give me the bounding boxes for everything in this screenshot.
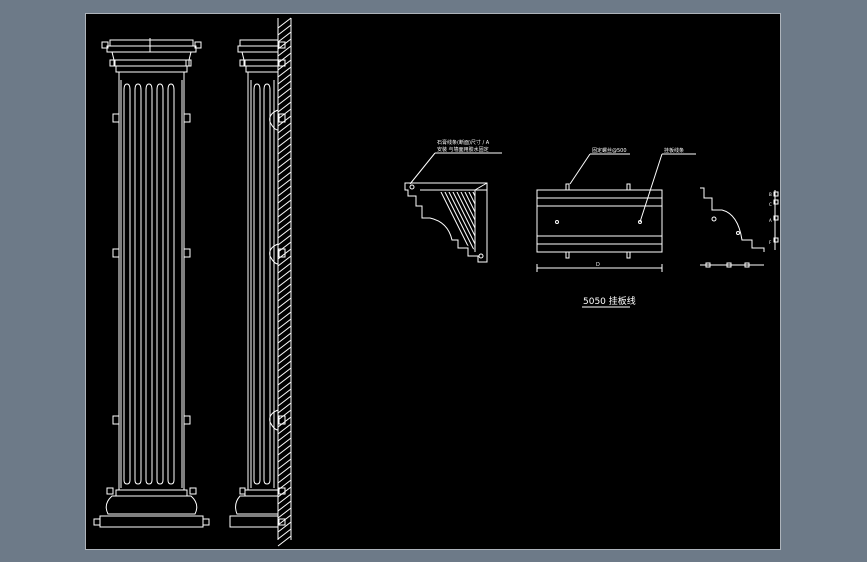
cornice-note-1: 石膏线条(断面)尺寸 / A	[437, 139, 490, 146]
board-note: 固定螺丝@500	[592, 147, 627, 154]
dim-a: A	[769, 218, 772, 223]
cad-drawing-canvas[interactable]	[85, 13, 781, 550]
dim-b: B	[769, 192, 772, 197]
board-note-right: 挂板线条	[664, 147, 684, 154]
cornice-note-2: 安装 与墙面用胶水固定	[437, 146, 489, 153]
board-dim: D	[596, 262, 600, 268]
dim-f: F	[769, 240, 772, 245]
column-front-view	[93, 38, 210, 528]
cornice-section: 石膏线条(断面)尺寸 / A 安装 与墙面用胶水固定	[404, 139, 502, 263]
column-side-view	[229, 17, 292, 547]
board-elevation: 固定螺丝@500 挂板线条 D 5050 挂板线	[536, 147, 696, 308]
dim-c: C	[769, 202, 772, 207]
drawing-title: 5050 挂板线	[583, 295, 636, 307]
profile-detail: B C A F	[700, 187, 779, 268]
